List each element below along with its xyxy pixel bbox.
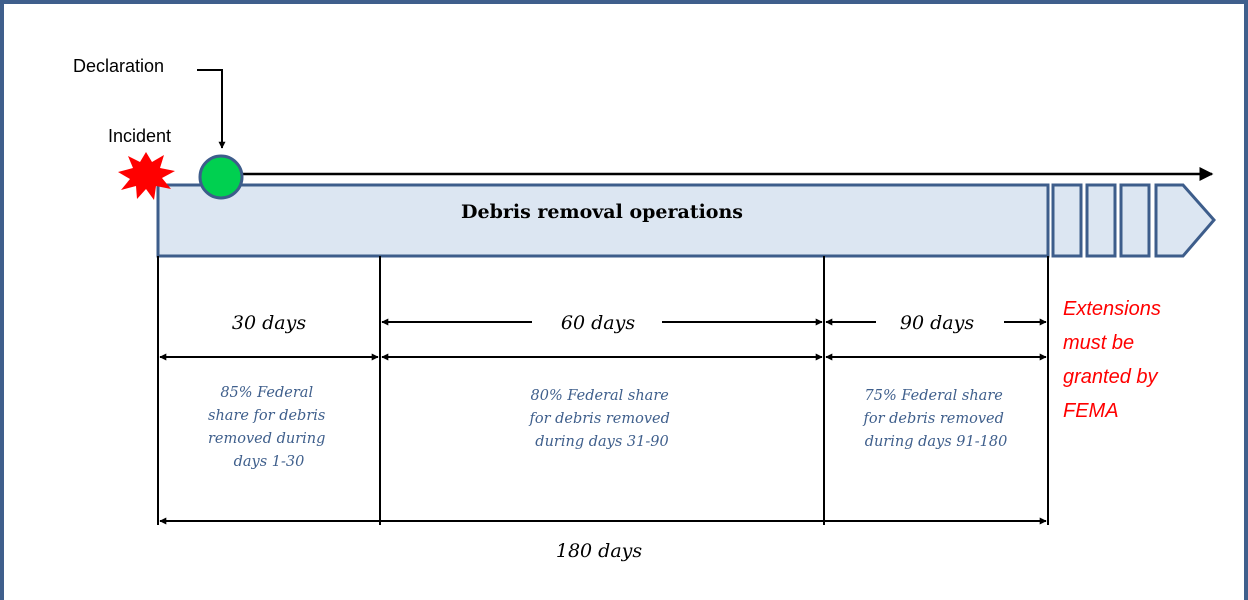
extensions-note: Extensions must be granted by FEMA — [1063, 298, 1166, 422]
declaration-dot — [198, 154, 244, 200]
extension-arrow-block — [1154, 183, 1216, 258]
phase-duration-label: 60 days — [561, 312, 635, 334]
phase-share-text: 85% Federal share for debris removed dur… — [208, 385, 330, 470]
incident-burst-icon — [118, 152, 175, 200]
extension-block — [1085, 183, 1117, 258]
operations-title: Debris removal operations — [461, 201, 743, 223]
total-duration-label: 180 days — [556, 540, 643, 562]
incident-label: Incident — [108, 126, 171, 146]
declaration-label: Declaration — [73, 56, 164, 76]
phase-share-text: 75% Federal share for debris removed dur… — [862, 388, 1008, 450]
operations-bar — [156, 183, 1050, 258]
phase-share-text: 80% Federal share for debris removed dur… — [528, 388, 674, 450]
extension-block — [1051, 183, 1083, 258]
declaration-pointer — [197, 69, 226, 149]
extension-block — [1119, 183, 1151, 258]
phase-duration-label: 30 days — [232, 312, 306, 334]
phase-duration-label: 90 days — [900, 312, 974, 334]
